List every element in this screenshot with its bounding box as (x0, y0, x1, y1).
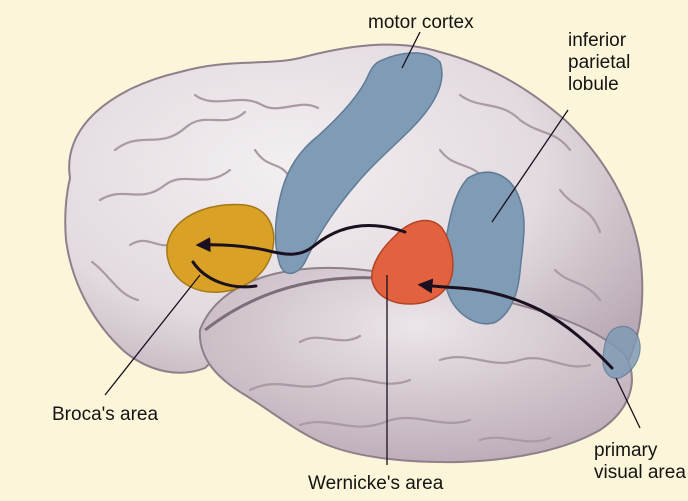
inferior-parietal-lobule-label: inferior parietal lobule (568, 30, 630, 96)
primary-visual-area-label: primary visual area (594, 440, 686, 484)
motor-cortex-label: motor cortex (368, 12, 474, 34)
primary-visual-area-region (603, 326, 640, 378)
brocas-area-label: Broca's area (52, 404, 158, 426)
wernickes-area-label: Wernicke's area (308, 473, 443, 495)
